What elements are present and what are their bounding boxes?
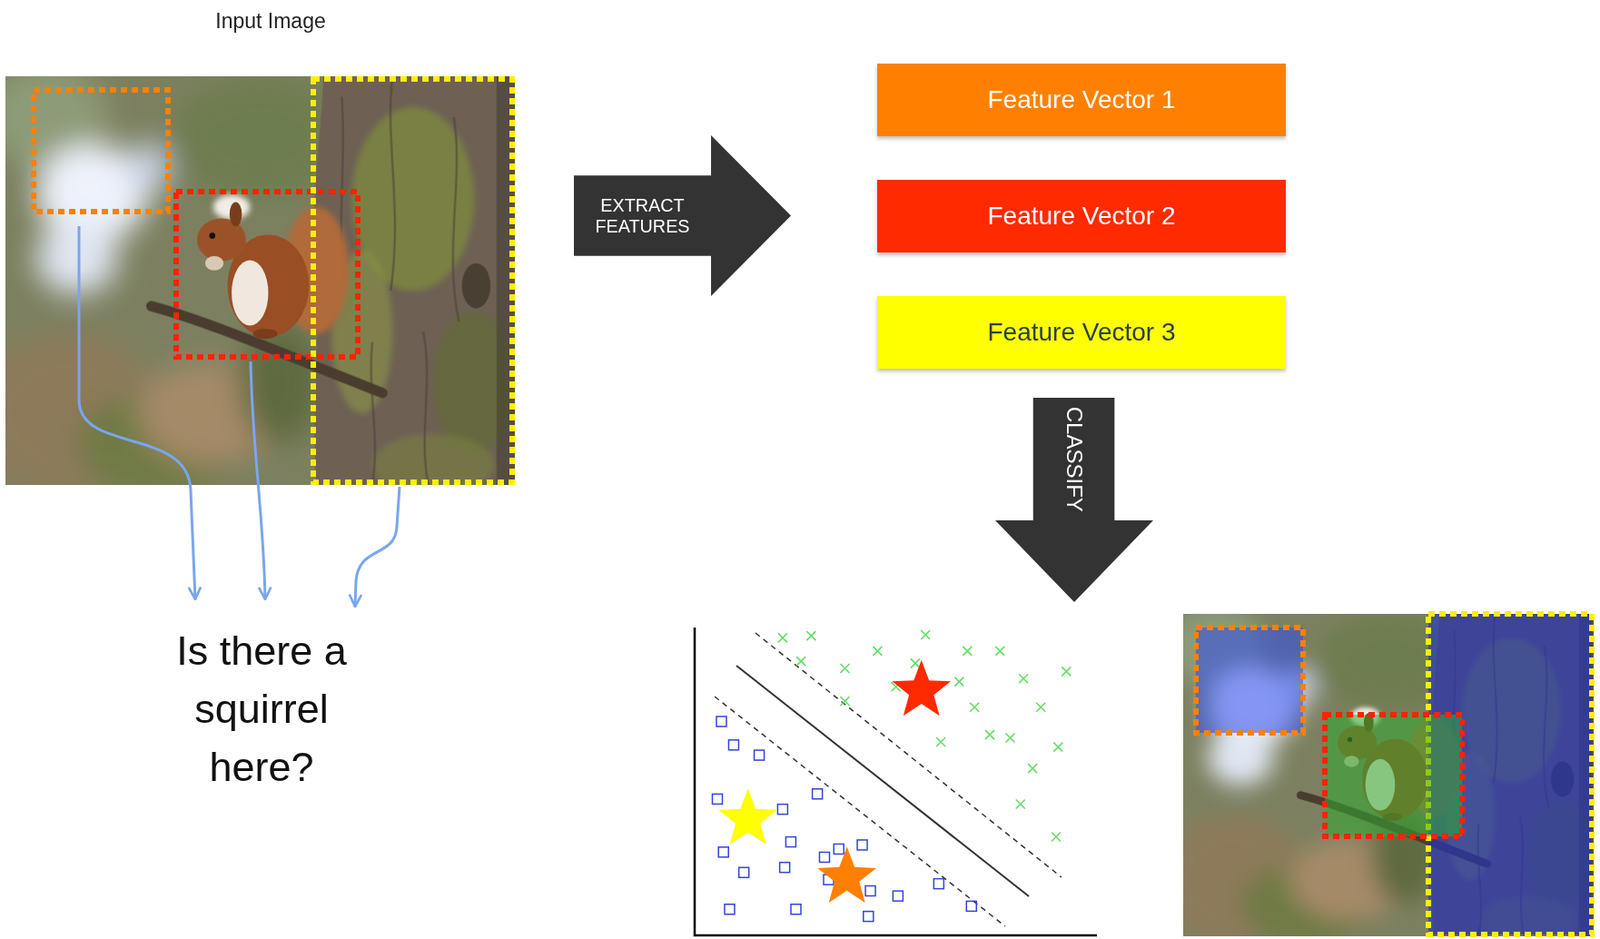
arrow-label: CLASSIFY (1061, 405, 1087, 512)
arrow-label: EXTRACT FEATURES (579, 195, 707, 238)
class-square (933, 879, 944, 889)
class-square (857, 839, 868, 850)
result-box (1324, 714, 1462, 837)
class-cross (910, 658, 920, 668)
decision-boundary (736, 665, 1029, 897)
class-cross (936, 737, 946, 747)
class-square (739, 867, 750, 878)
feature-vector-bar: Feature Vector 1 (877, 63, 1286, 137)
class-square (819, 851, 830, 862)
margin-line (714, 696, 1006, 927)
class-cross (1027, 763, 1038, 773)
class-cross (954, 677, 964, 687)
class-square (780, 862, 791, 873)
class-square (790, 904, 801, 915)
leader-curve (79, 226, 196, 600)
bar-label: Feature Vector 1 (987, 85, 1176, 115)
result-box (1195, 627, 1304, 733)
class-cross (1005, 732, 1015, 742)
class-cross (1036, 702, 1046, 712)
arrow-fill (995, 397, 1154, 603)
class-cross (985, 730, 995, 740)
class-square (716, 716, 727, 727)
class-cross (1016, 799, 1026, 809)
result-photo (1158, 605, 1594, 939)
class-square (785, 837, 796, 848)
query-star (718, 788, 778, 845)
svm-plot (694, 627, 1097, 936)
class-square (833, 843, 844, 854)
extract-features-arrow: EXTRACT FEATURES (573, 135, 791, 297)
bar-label: Feature Vector 3 (987, 317, 1176, 347)
class-cross (969, 702, 979, 712)
leader-curve (250, 361, 266, 600)
class-cross (839, 696, 850, 706)
query-star (817, 846, 877, 903)
class-cross (1061, 666, 1071, 676)
feature-vector-bar: Feature Vector 3 (877, 296, 1286, 369)
class-square (966, 900, 977, 911)
class-cross (778, 632, 788, 642)
class-cross (1053, 742, 1063, 752)
class-square (863, 911, 874, 922)
margin-line (755, 632, 1062, 878)
query-star (891, 660, 951, 717)
bar-label: Feature Vector 2 (987, 201, 1176, 231)
class-cross (806, 631, 816, 641)
class-square (711, 793, 722, 804)
class-square (754, 750, 765, 761)
class-square (865, 886, 876, 897)
class-cross (995, 646, 1005, 656)
arrow-fill (573, 135, 791, 297)
class-cross (796, 656, 806, 666)
class-square (728, 740, 739, 751)
feature-vector-bar: Feature Vector 2 (877, 179, 1286, 253)
class-square (812, 789, 823, 800)
window-box (176, 191, 358, 357)
class-square (892, 890, 903, 901)
class-cross (1018, 673, 1028, 683)
leader-curve (355, 486, 400, 607)
text-holder: CLASSIFY (1033, 397, 1116, 521)
window-box (313, 79, 513, 483)
class-cross (839, 663, 850, 673)
plot-axes (694, 627, 1097, 936)
class-square (724, 904, 735, 915)
class-cross (920, 630, 930, 640)
class-square (718, 847, 729, 858)
image-title: Input Image (134, 9, 407, 35)
classify-arrow: CLASSIFY (995, 397, 1154, 603)
text-holder: EXTRACT FEATURES (573, 135, 712, 297)
class-square (777, 804, 788, 815)
class-cross (962, 646, 972, 656)
class-cross (872, 646, 882, 656)
input-photo (0, 66, 515, 496)
class-cross (1051, 831, 1061, 841)
question-text: Is there a squirrel here? (157, 622, 366, 797)
window-box (33, 89, 168, 212)
